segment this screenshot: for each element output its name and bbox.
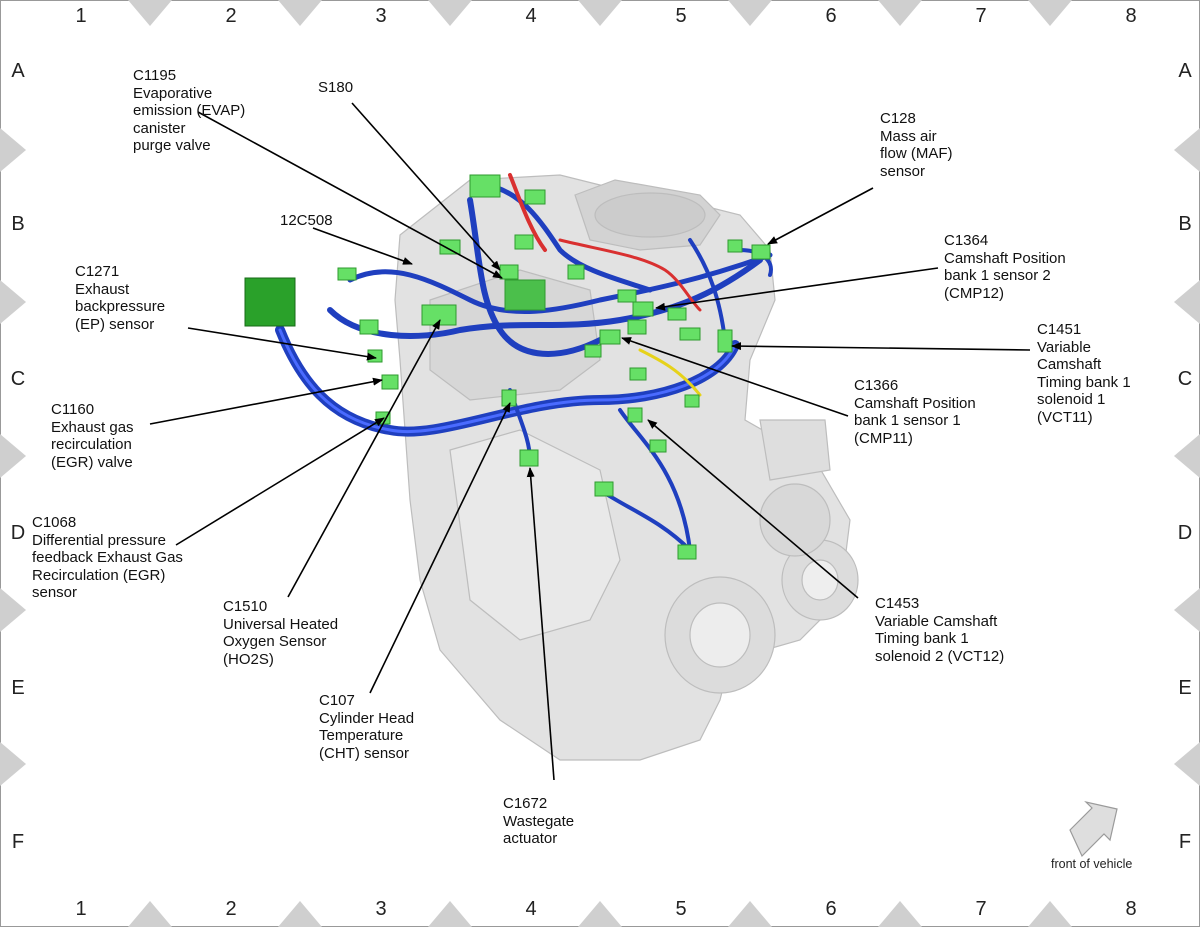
callout-c1451-vct11: C1451 Variable Camshaft Timing bank 1 so…: [1037, 321, 1131, 426]
connector-icon: [684, 394, 700, 408]
grid-col-bottom-6: 6: [825, 898, 837, 920]
grid-row-left-e: E: [11, 677, 25, 699]
callout-c1364-cmp12: C1364 Camshaft Position bank 1 sensor 2 …: [944, 232, 1066, 302]
callout-c1160-egr-valve: C1160 Exhaust gas recirculation (EGR) va…: [51, 401, 134, 471]
grid-row-right-f: F: [1178, 831, 1192, 853]
grid-row-left-f: F: [11, 831, 25, 853]
grid-col-bottom-2: 2: [225, 898, 237, 920]
grid-row-right-a: A: [1178, 60, 1192, 82]
grid-col-top-3: 3: [375, 5, 387, 27]
connector-icon: [439, 239, 461, 255]
leader-lines: [149, 102, 1031, 781]
grid-col-top-4: 4: [525, 5, 537, 27]
grid-col-bottom-7: 7: [975, 898, 987, 920]
connector-icon: [649, 439, 667, 453]
callout-c1510-ho2s: C1510 Universal Heated Oxygen Sensor (HO…: [223, 598, 339, 668]
callout-c107-cht-sensor: C107 Cylinder Head Temperature (CHT) sen…: [319, 692, 415, 762]
connector-icon: [594, 481, 614, 497]
connector-icon: [667, 307, 687, 321]
connector-icon: [629, 367, 647, 381]
callout-12c508: 12C508: [280, 212, 333, 229]
grid-row-right-b: B: [1178, 213, 1192, 235]
connector-icon: [677, 544, 697, 560]
connector-icon: [679, 327, 701, 341]
grid-col-top-8: 8: [1125, 5, 1137, 27]
grid-col-top-5: 5: [675, 5, 687, 27]
connector-icon: [514, 234, 534, 250]
grid-col-bottom-5: 5: [675, 898, 687, 920]
connector-icon: [499, 264, 519, 280]
connector-icon: [751, 244, 771, 260]
callout-c1366-cmp11: C1366 Camshaft Position bank 1 sensor 1 …: [854, 377, 976, 447]
front-of-vehicle-label: front of vehicle: [1051, 857, 1133, 871]
grid-col-top-2: 2: [225, 5, 237, 27]
connector-icon: [381, 374, 399, 390]
grid-col-top-6: 6: [825, 5, 837, 27]
connector-icon: [359, 319, 379, 335]
connector-icon: [524, 189, 546, 205]
connector-icon: [627, 319, 647, 335]
engine-silhouette: [394, 174, 859, 761]
connector-icon: [632, 301, 654, 317]
connector-icon: [627, 407, 643, 423]
grid-col-bottom-3: 3: [375, 898, 387, 920]
connector-icon: [367, 349, 383, 363]
grid-row-right-c: C: [1177, 368, 1193, 390]
grid-row-right-d: D: [1177, 522, 1193, 544]
connector-icon: [469, 174, 501, 198]
grid-col-bottom-4: 4: [525, 898, 537, 920]
grid-col-top-7: 7: [975, 5, 987, 27]
connector-icon: [717, 329, 733, 353]
grid-row-left-c: C: [10, 368, 26, 390]
callout-c1195-evap-purge-valve: C1195 Evaporative emission (EVAP) canist…: [133, 67, 246, 154]
front-arrow-icon: [1069, 800, 1118, 858]
callout-c1068-egr-pressure-sensor: C1068 Differential pressure feedback Exh…: [32, 514, 183, 601]
callout-c1672-wastegate: C1672 Wastegate actuator: [503, 795, 575, 847]
callout-c1271-ep-sensor: C1271 Exhaust backpressure (EP) sensor: [75, 263, 166, 333]
callout-c128-maf-sensor: C128 Mass air flow (MAF) sensor: [880, 110, 953, 180]
connector-icon: [519, 449, 539, 467]
grid-col-bottom-8: 8: [1125, 898, 1137, 920]
callout-s180: S180: [318, 79, 354, 96]
grid-col-top-1: 1: [75, 5, 87, 27]
grid-row-left-d: D: [10, 522, 26, 544]
grid-row-left-b: B: [11, 213, 25, 235]
connector-icon: [337, 267, 357, 281]
connector-icon: [617, 289, 637, 303]
connectors: [244, 174, 771, 560]
connector-icon: [567, 264, 585, 280]
grid-row-left-a: A: [11, 60, 25, 82]
main-harness-connector-icon: [244, 277, 296, 327]
connector-icon: [584, 344, 602, 358]
grid-row-right-e: E: [1178, 677, 1192, 699]
callout-c1453-vct12: C1453 Variable Camshaft Timing bank 1 so…: [875, 595, 1005, 665]
connector-icon: [599, 329, 621, 345]
wiring-harness: [275, 173, 773, 552]
grid-col-bottom-1: 1: [75, 898, 87, 920]
connector-icon: [504, 279, 546, 311]
connector-icon: [727, 239, 743, 253]
